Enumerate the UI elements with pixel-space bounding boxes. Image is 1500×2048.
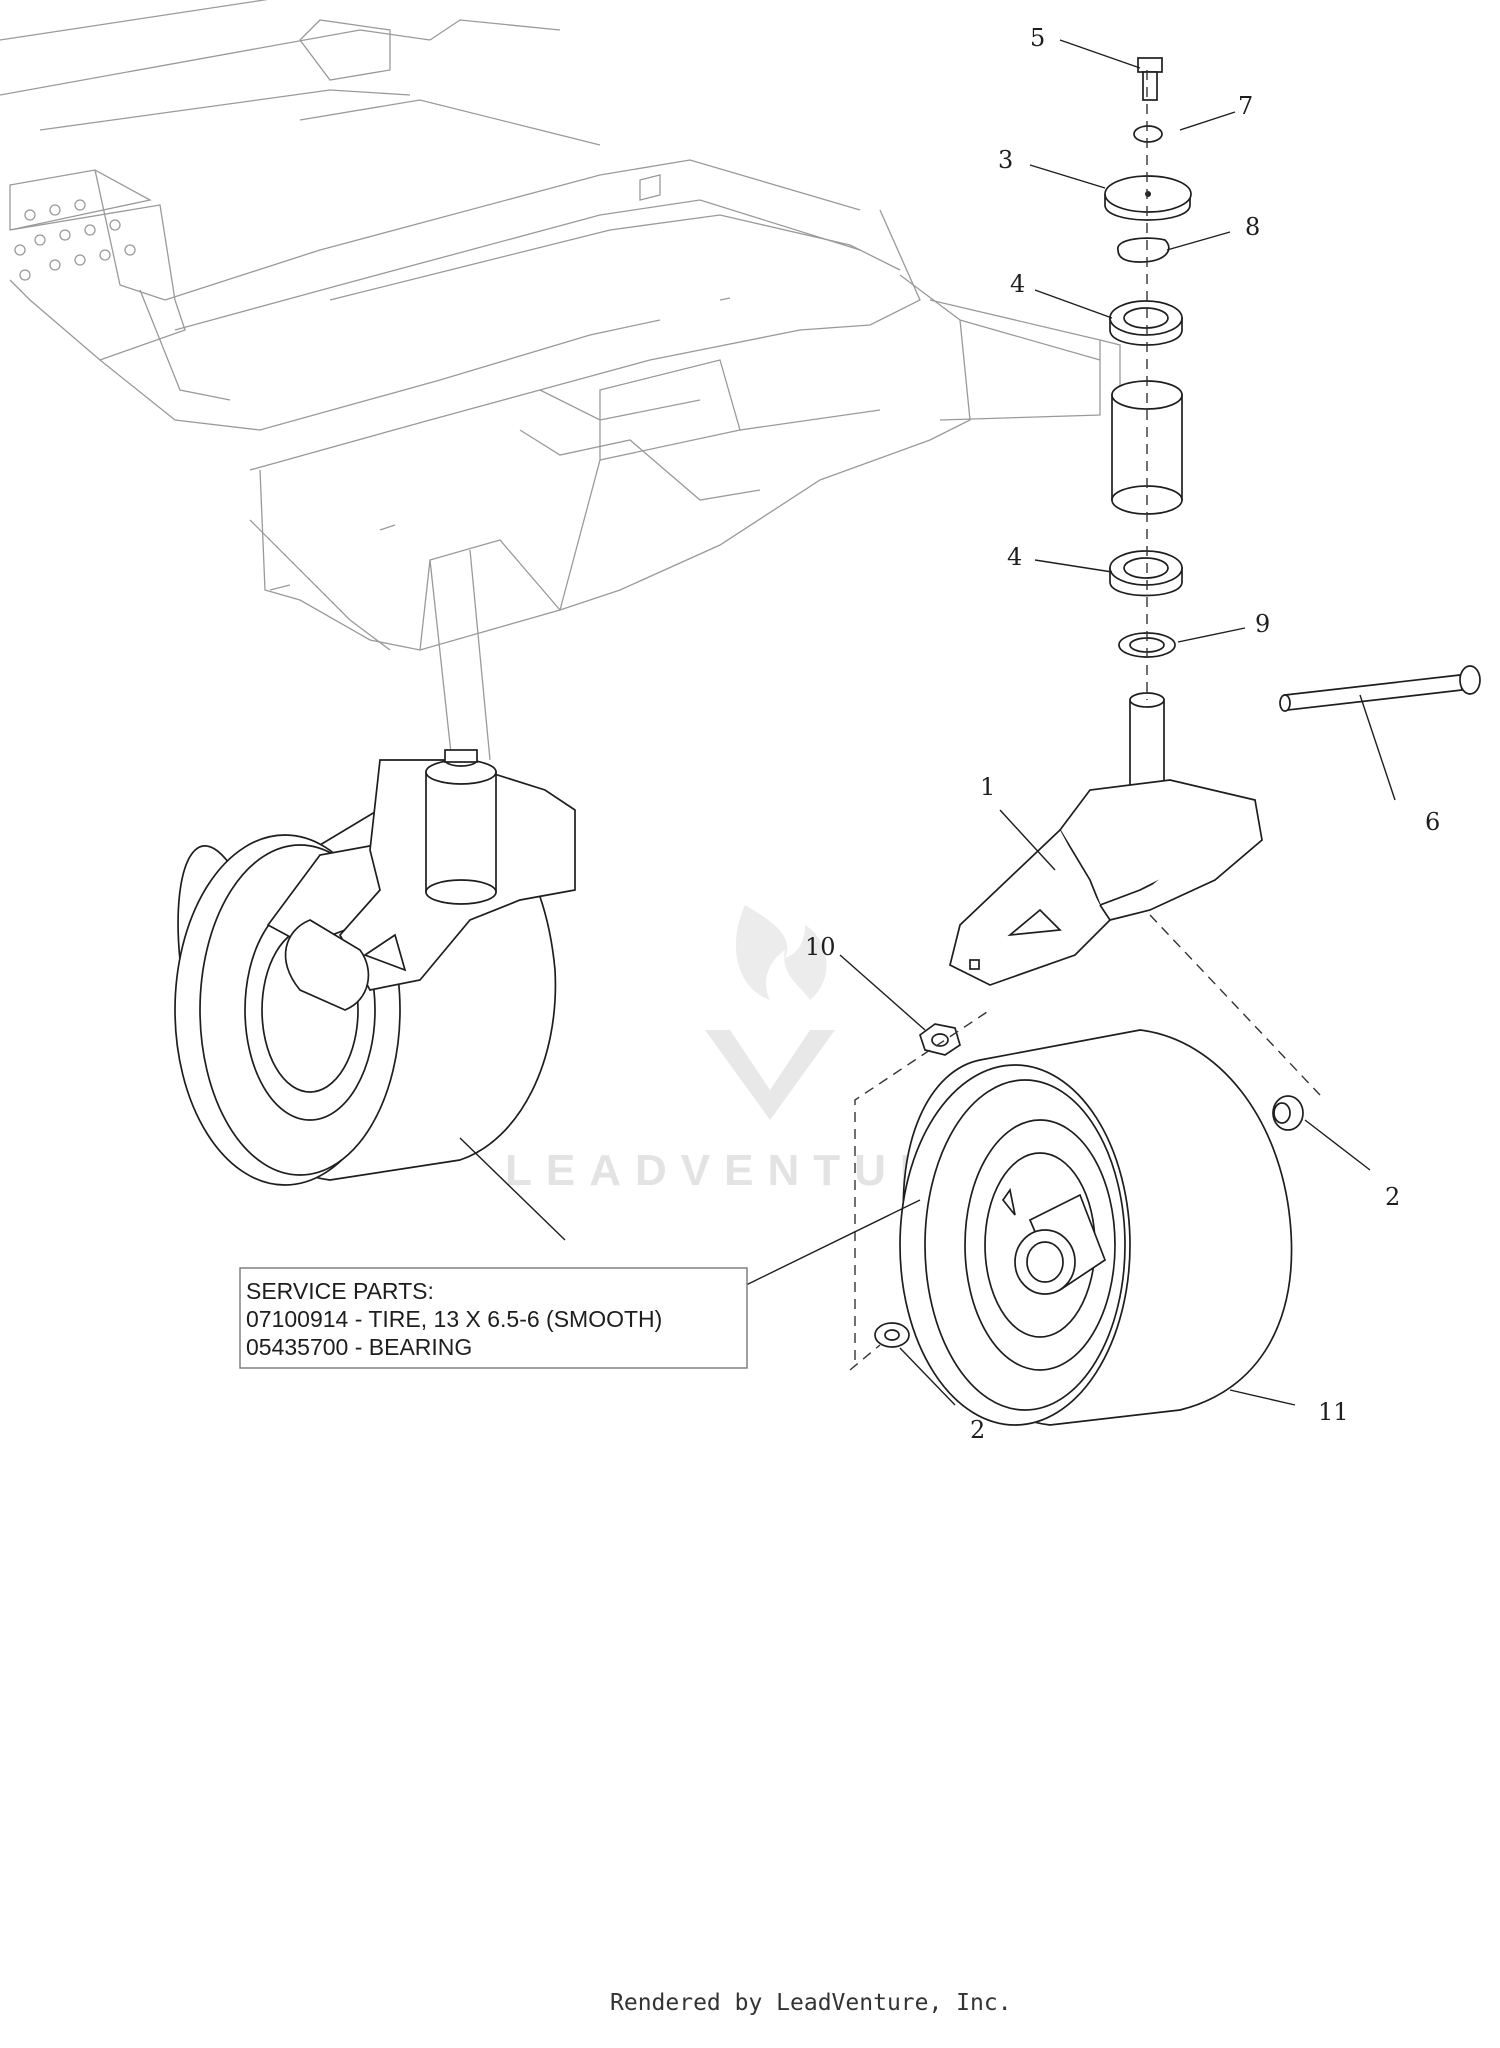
- leader-lines: [459, 39, 1396, 1406]
- callout-2-lower: 2: [970, 1416, 985, 1444]
- part-2-bushing-right: [1272, 1095, 1304, 1131]
- part-4-bearing-lower: [1109, 550, 1183, 597]
- alignment-lines: [849, 70, 1321, 1371]
- callout-9: 9: [1255, 610, 1270, 638]
- part-1-caster-fork: [949, 692, 1263, 986]
- callout-3: 3: [998, 146, 1013, 174]
- watermark-text: LEADVENTURE: [505, 1146, 989, 1195]
- callout-5: 5: [1030, 24, 1045, 52]
- watermark: LEADVENTURE: [505, 905, 989, 1195]
- callout-1: 1: [980, 773, 995, 801]
- callout-4-upper: 4: [1010, 270, 1025, 298]
- part-7-washer: [1133, 125, 1163, 143]
- part-3-cap: [1104, 175, 1192, 221]
- mower-frame: [0, 0, 1121, 791]
- callout-8: 8: [1245, 213, 1260, 241]
- part-6-axle-bolt: [1279, 665, 1481, 712]
- service-part-tire: 07100914 - TIRE, 13 X 6.5-6 (SMOOTH): [246, 1306, 662, 1332]
- service-part-bearing: 05435700 - BEARING: [246, 1334, 472, 1360]
- callout-6: 6: [1425, 808, 1440, 836]
- part-10-nut: [918, 1023, 961, 1056]
- callout-11: 11: [1318, 1398, 1349, 1426]
- footer-credit: Rendered by LeadVenture, Inc.: [610, 1990, 1012, 2016]
- part-5-bolt: [1137, 57, 1163, 101]
- callout-labels: 5 7 3 8 4 4 9 6 1 10 2 2 11: [805, 24, 1440, 1444]
- exploded-parts: [874, 57, 1481, 1426]
- left-caster-wheel: [174, 749, 576, 1186]
- callout-10: 10: [805, 933, 836, 961]
- callout-7: 7: [1238, 92, 1253, 120]
- part-4-bearing-upper: [1109, 300, 1183, 346]
- part-2-bushing-left: [874, 1322, 910, 1348]
- service-parts-heading: SERVICE PARTS:: [246, 1278, 434, 1304]
- callout-2-right: 2: [1385, 1183, 1400, 1211]
- part-11-wheel: [899, 1029, 1293, 1426]
- callout-4-lower: 4: [1007, 543, 1022, 571]
- service-parts-box: SERVICE PARTS: 07100914 - TIRE, 13 X 6.5…: [239, 1267, 748, 1369]
- part-8-clip: [1117, 237, 1170, 263]
